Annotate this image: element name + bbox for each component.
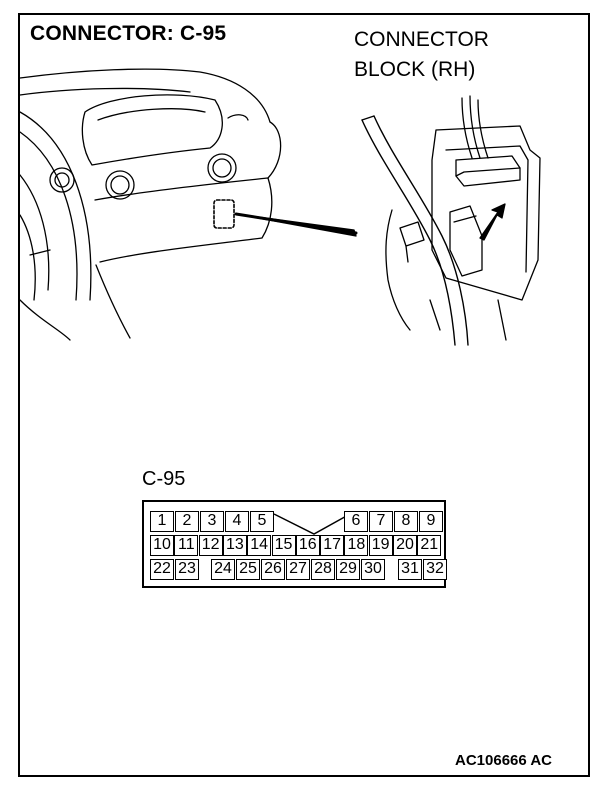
connector-pin: 27 — [286, 559, 310, 580]
connector-pin: 14 — [247, 535, 272, 556]
connector-pin: 1 — [150, 511, 174, 532]
connector-pin: 18 — [344, 535, 369, 556]
connector-pin: 19 — [368, 535, 393, 556]
connector-pin: 13 — [222, 535, 247, 556]
callout-label-line1: CONNECTOR — [354, 28, 489, 51]
connector-pin: 29 — [336, 559, 360, 580]
connector-label: C-95 — [142, 468, 186, 490]
connector-pin: 30 — [361, 559, 385, 580]
figure-code: AC106666 AC — [455, 752, 552, 769]
connector-pin: 20 — [393, 535, 417, 556]
callout-label-line2: BLOCK (RH) — [354, 58, 476, 81]
connector-pin: 9 — [419, 511, 443, 532]
connector-pin: 21 — [417, 535, 442, 556]
connector-pin: 11 — [174, 535, 199, 556]
connector-pin: 22 — [150, 559, 174, 580]
figure-frame — [18, 13, 590, 777]
connector-pin: 2 — [175, 511, 199, 532]
connector-pin: 24 — [211, 559, 235, 580]
connector-pin: 31 — [398, 559, 422, 580]
connector-pin: 25 — [236, 559, 260, 580]
connector-pin: 4 — [225, 511, 249, 532]
connector-key-notch — [273, 513, 351, 535]
connector-pin: 15 — [271, 535, 296, 556]
connector-pin: 10 — [150, 535, 174, 556]
connector-pin: 6 — [344, 511, 368, 532]
connector-pin: 17 — [320, 535, 345, 556]
connector-pin: 5 — [250, 511, 274, 532]
connector-pin: 3 — [200, 511, 224, 532]
connector-pin: 7 — [369, 511, 393, 532]
connector-pin: 8 — [394, 511, 418, 532]
connector-pin: 28 — [311, 559, 335, 580]
connector-pin: 26 — [261, 559, 285, 580]
page-title: CONNECTOR: C-95 — [30, 22, 227, 45]
connector-pin: 32 — [423, 559, 447, 580]
connector-pin: 23 — [175, 559, 199, 580]
connector-pin: 12 — [198, 535, 223, 556]
connector-pin: 16 — [295, 535, 320, 556]
